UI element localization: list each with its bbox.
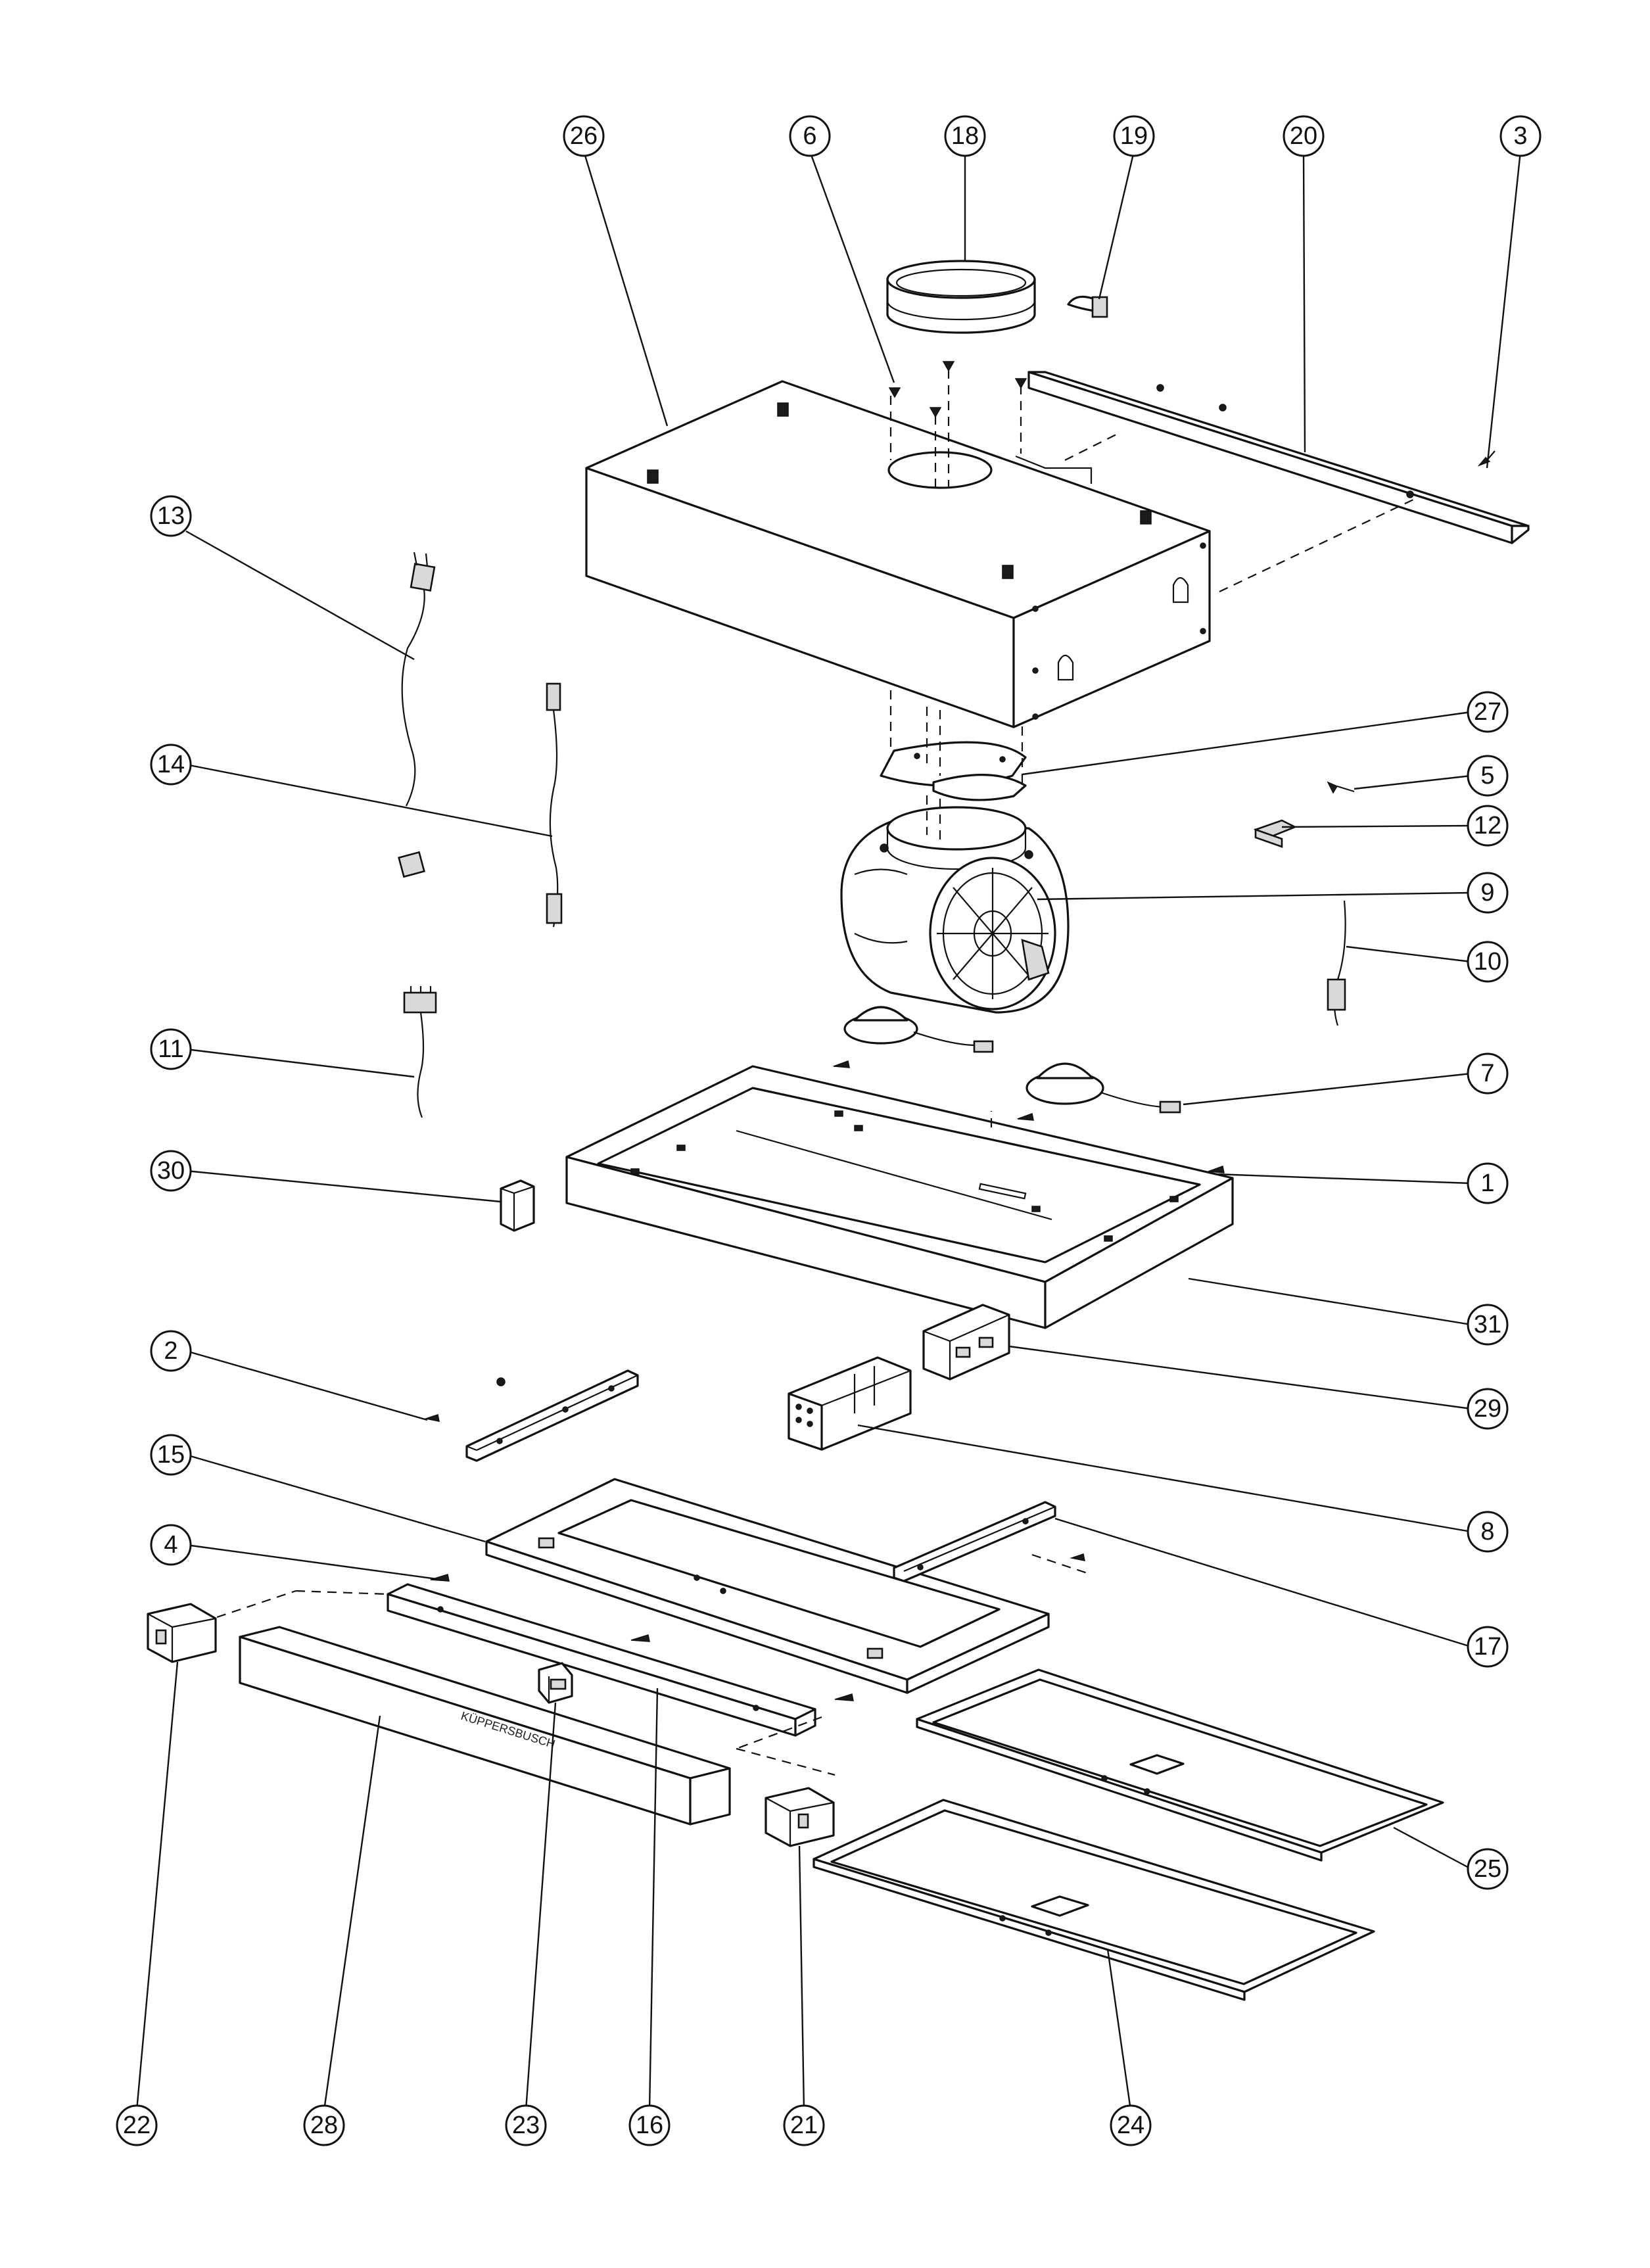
part-lamp-right [1025,1062,1181,1114]
callout-18-label: 18 [951,122,979,150]
callout-8: 8 [1467,1511,1509,1553]
callout-1: 1 [1467,1162,1509,1204]
callout-2: 2 [150,1330,192,1372]
part-small-block [500,1179,535,1232]
callout-10-label: 10 [1474,948,1501,976]
callout-22: 22 [116,2104,158,2146]
callout-30-label: 30 [157,1157,185,1185]
part-grease-filter-lower [813,1799,1375,2001]
callout-25-label: 25 [1474,1855,1501,1883]
callout-25: 25 [1467,1848,1509,1890]
part-rail-2 [465,1369,639,1462]
callout-10: 10 [1467,941,1509,983]
part-short-cable [403,986,437,1118]
callout-9-label: 9 [1480,879,1494,907]
part-end-cap-left [147,1603,217,1663]
callout-31: 31 [1467,1304,1509,1346]
callout-29-label: 29 [1474,1395,1501,1423]
callout-21-label: 21 [790,2112,818,2139]
callout-13-label: 13 [157,502,185,530]
callout-4-label: 4 [164,1531,177,1559]
callout-13: 13 [150,495,192,537]
callout-28: 28 [303,2104,345,2146]
callout-2-label: 2 [164,1337,177,1365]
part-control-module [788,1356,912,1451]
callout-3-label: 3 [1513,122,1527,150]
callout-14: 14 [150,744,192,786]
callout-29: 29 [1467,1388,1509,1430]
callout-11: 11 [150,1028,192,1070]
callout-23: 23 [505,2104,547,2146]
callout-17-label: 17 [1474,1633,1501,1661]
callout-7-label: 7 [1480,1060,1494,1087]
callout-20: 20 [1283,115,1325,157]
callout-14-label: 14 [157,751,185,778]
part-screw-5 [1327,781,1355,794]
part-power-cord [398,552,436,878]
part-small-clip [538,1662,573,1704]
callout-7: 7 [1467,1052,1509,1095]
callout-24-label: 24 [1117,2112,1144,2139]
callout-31-label: 31 [1474,1311,1501,1338]
callout-8-label: 8 [1480,1518,1494,1546]
callout-21: 21 [783,2104,825,2146]
part-rail-17 [893,1501,1085,1582]
callout-12: 12 [1467,805,1509,847]
part-blower-motor [840,806,1070,1014]
callout-12-label: 12 [1474,812,1501,839]
callout-23-label: 23 [512,2112,540,2139]
part-electronics-housing [922,1304,1010,1381]
part-lower-frame [565,1065,1234,1329]
callout-9: 9 [1467,872,1509,914]
callout-3: 3 [1499,115,1542,157]
part-filter-tray [485,1478,1050,1694]
part-duct-collar [886,260,1036,334]
callout-24: 24 [1110,2104,1152,2146]
callout-4: 4 [150,1524,192,1566]
callout-1-label: 1 [1480,1169,1494,1197]
callout-19: 19 [1113,115,1155,157]
callout-22-label: 22 [123,2112,151,2139]
part-screws-6 [888,361,1027,418]
callout-17: 17 [1467,1626,1509,1668]
part-mounting-bracket [1027,371,1530,544]
callout-16: 16 [628,2104,671,2146]
part-connection-cable [1327,900,1346,1026]
part-front-rail [387,1583,816,1737]
callout-15-label: 15 [157,1441,185,1469]
callout-5-label: 5 [1480,762,1494,790]
part-end-cap-right [765,1787,835,1847]
part-motor-plate [880,741,1027,801]
assembly-guide-lines [216,369,1414,1776]
leader-lines [135,151,1522,2111]
callout-28-label: 28 [310,2112,338,2139]
callout-11-label: 11 [158,1035,183,1063]
part-screw-2 [424,1414,440,1422]
callout-27-label: 27 [1474,698,1501,726]
callout-27: 27 [1467,691,1509,733]
part-front-trim: KÜPPERSBUSCH [239,1626,731,1826]
part-lamp-left [843,1006,994,1053]
callout-19-label: 19 [1120,122,1148,150]
callout-18: 18 [944,115,986,157]
callout-16-label: 16 [636,2112,663,2139]
callout-15: 15 [150,1434,192,1476]
callout-30: 30 [150,1150,192,1192]
part-internal-cable [546,682,563,928]
callout-5: 5 [1467,755,1509,797]
callout-20-label: 20 [1290,122,1317,150]
callout-26-label: 26 [570,122,598,150]
part-clip-bracket [1067,295,1108,318]
callout-6-label: 6 [803,122,816,150]
callout-6: 6 [789,115,831,157]
part-small-bracket [1253,819,1298,848]
part-housing-box [585,380,1211,728]
callout-26: 26 [563,115,605,157]
part-grease-filter-upper [916,1668,1444,1862]
